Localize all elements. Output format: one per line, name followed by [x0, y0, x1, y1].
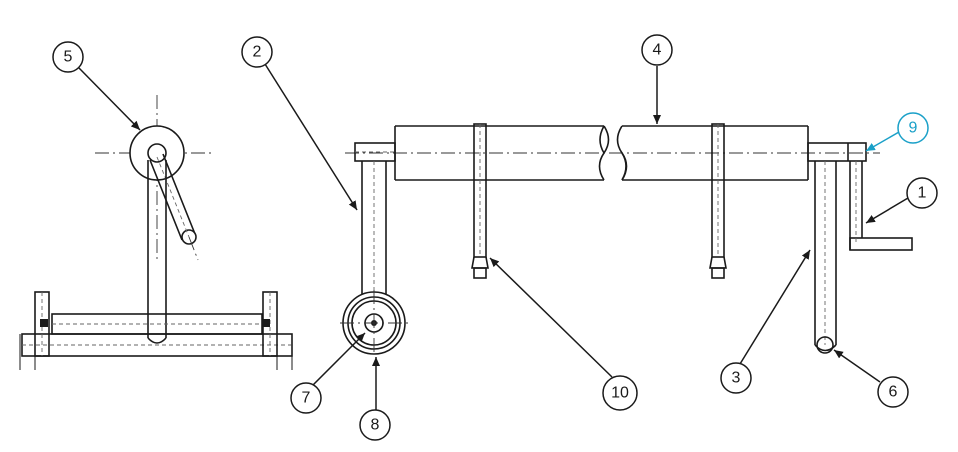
callout-3: 3 [720, 362, 752, 394]
hook-right [709, 123, 727, 279]
callout-5-label: 5 [64, 49, 73, 66]
callout-2-label: 2 [253, 44, 262, 61]
crank-handle [849, 161, 913, 251]
callout-1: 1 [906, 177, 938, 209]
callout-10: 10 [602, 375, 638, 411]
crank-arm [149, 153, 199, 261]
axle-bar [354, 142, 867, 162]
leader-5 [78, 67, 141, 131]
leaders [78, 63, 909, 410]
leader-9 [865, 131, 900, 152]
callout-7-label: 7 [302, 390, 311, 407]
callout-6: 6 [877, 376, 909, 408]
leader-7 [312, 332, 366, 386]
hook-left [471, 123, 489, 279]
side-view-post [147, 160, 167, 344]
callout-2: 2 [241, 36, 273, 68]
callout-8-label: 8 [371, 417, 380, 434]
crank-disc [129, 125, 185, 181]
front-view [340, 123, 913, 356]
callout-8: 8 [359, 409, 391, 441]
crank-hub [147, 143, 167, 163]
callout-9: 9 [897, 112, 929, 144]
wheel [340, 290, 408, 356]
left-leg [361, 161, 387, 298]
callout-9-label: 9 [909, 120, 918, 137]
side-view [19, 95, 293, 370]
drum [394, 125, 809, 181]
leader-1 [865, 197, 909, 224]
leader-6 [833, 349, 881, 383]
callout-3-label: 3 [732, 370, 741, 387]
callout-4-label: 4 [653, 42, 662, 59]
side-view-base [19, 291, 293, 370]
callout-7: 7 [290, 382, 322, 414]
leader-2 [264, 63, 358, 211]
callout-6-label: 6 [889, 384, 898, 401]
right-leg [814, 161, 837, 354]
leader-10 [489, 257, 613, 378]
callout-5: 5 [52, 41, 84, 73]
callout-1-label: 1 [918, 185, 927, 202]
leader-3 [739, 249, 811, 365]
callout-4: 4 [641, 34, 673, 66]
callout-10-label: 10 [611, 385, 629, 402]
